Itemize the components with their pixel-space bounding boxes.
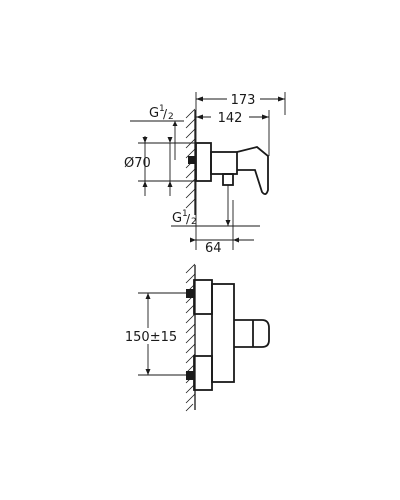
thread-bottom-denominator: 2 bbox=[191, 217, 197, 227]
lower-rosette bbox=[193, 355, 213, 391]
dim-outlet-offset: 64 bbox=[190, 181, 254, 256]
dim-center-distance-label: 150±15 bbox=[125, 330, 177, 345]
thread-bottom-numerator: 1 bbox=[182, 209, 188, 219]
lever-front bbox=[234, 319, 270, 348]
upper-rosette bbox=[193, 279, 213, 315]
mixer-body-front bbox=[211, 283, 235, 383]
thread-top-slash: / bbox=[163, 107, 168, 121]
inlet-nut bbox=[188, 156, 196, 164]
dim-thread-top: G 1 / 2 bbox=[130, 104, 184, 160]
thread-bottom-prefix: G bbox=[172, 211, 182, 226]
thread-top-prefix: G bbox=[149, 106, 159, 121]
lever-handle bbox=[236, 146, 269, 195]
dim-center-distance: 150±15 bbox=[120, 292, 186, 376]
dim-diameter: Ø70 bbox=[124, 136, 196, 196]
lower-nut bbox=[186, 371, 194, 380]
dim-mount-width: 142 bbox=[196, 110, 270, 156]
dim-diameter-label: Ø70 bbox=[124, 156, 151, 171]
thread-top-denominator: 2 bbox=[168, 112, 174, 122]
dim-outlet-offset-label: 64 bbox=[205, 241, 222, 256]
dim-overall-width-label: 173 bbox=[231, 93, 256, 108]
thread-top-numerator: 1 bbox=[159, 104, 165, 114]
side-view: 173 142 G 1 / 2 bbox=[124, 91, 286, 256]
front-view: 150±15 bbox=[120, 263, 270, 412]
dim-overall-width: 173 bbox=[195, 91, 286, 143]
dim-thread-bottom: G 1 / 2 bbox=[171, 200, 260, 227]
dim-mount-width-label: 142 bbox=[218, 111, 243, 126]
upper-nut bbox=[186, 289, 194, 298]
mixer-body bbox=[210, 151, 238, 175]
wall-rosette bbox=[195, 142, 212, 182]
outlet bbox=[222, 173, 234, 186]
thread-bottom-slash: / bbox=[186, 212, 191, 226]
